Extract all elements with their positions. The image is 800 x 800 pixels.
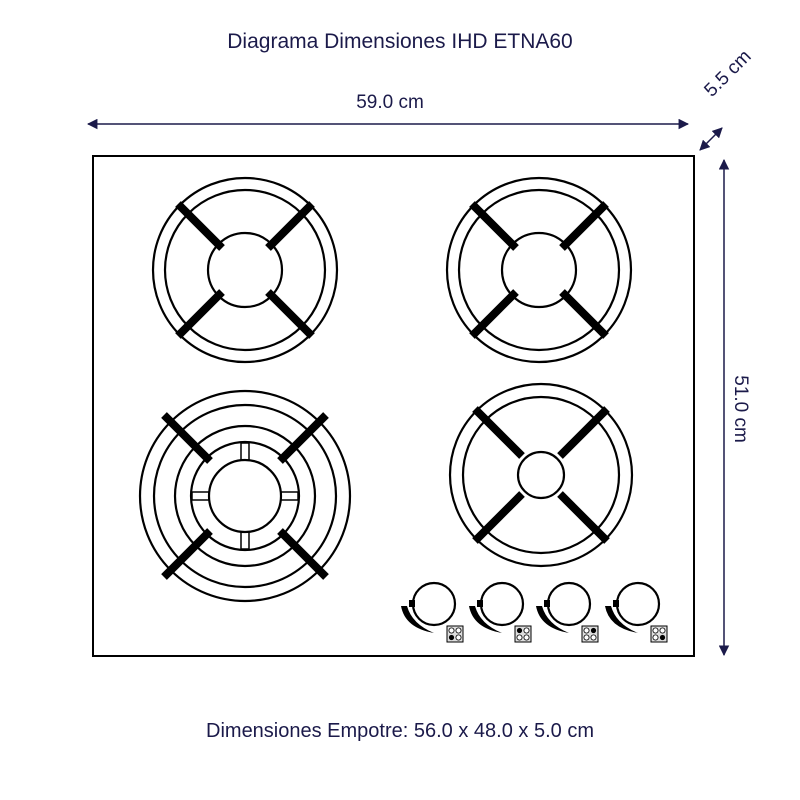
diagram-title: Diagrama Dimensiones IHD ETNA60: [227, 30, 573, 53]
burner-top-right-icon: [445, 176, 633, 364]
cutout-dimensions-text: Dimensiones Empotre: 56.0 x 48.0 x 5.0 c…: [206, 720, 594, 742]
depth-dimension-arrow: [699, 127, 723, 151]
burner-bottom-right-icon: [448, 382, 634, 568]
burner-indicator-icon: [446, 625, 464, 643]
knob-3[interactable]: [536, 581, 599, 643]
width-dimension-label: 59.0 cm: [356, 92, 424, 113]
burner-indicator-icon: [581, 625, 599, 643]
knob-2[interactable]: [469, 581, 532, 643]
burner-top-left-icon: [151, 176, 339, 364]
burner-indicator-icon: [650, 625, 668, 643]
knob-4[interactable]: [605, 581, 668, 643]
knob-1[interactable]: [401, 581, 464, 643]
cooktop-outline: [92, 155, 695, 657]
burner-indicator-icon: [514, 625, 532, 643]
burner-wok-icon: [138, 389, 352, 603]
